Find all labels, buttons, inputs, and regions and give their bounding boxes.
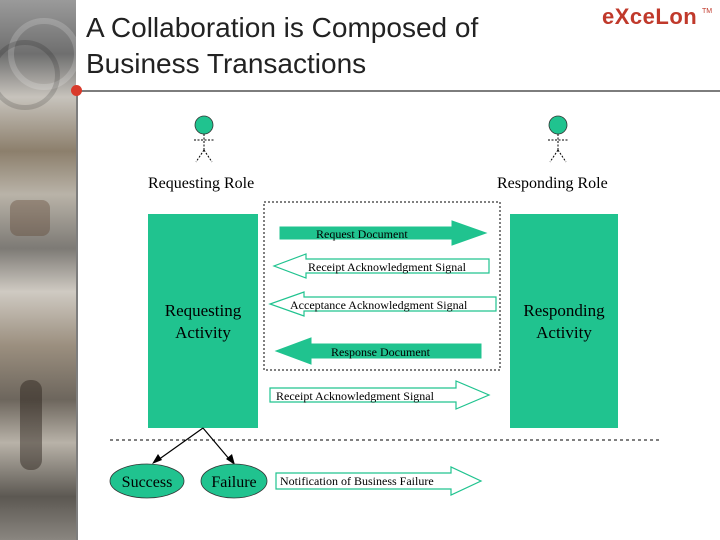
response-document-label: Response Document <box>331 345 431 359</box>
success-arrowhead <box>152 454 162 464</box>
requesting-role-label: Requesting Role <box>148 175 254 192</box>
responding-actor-icon <box>548 115 568 163</box>
receipt-ack-arrow-1 <box>272 253 490 279</box>
failure-ellipse <box>200 463 268 499</box>
title-line-2: Business Transactions <box>86 48 367 79</box>
notification-failure-label: Notification of Business Failure <box>280 474 434 488</box>
acceptance-ack-arrow <box>268 291 497 317</box>
acceptance-ack-label: Acceptance Acknowledgment Signal <box>290 298 468 312</box>
success-label: Success <box>122 474 173 491</box>
accent-dot <box>71 85 82 96</box>
notification-failure-arrow <box>275 466 483 496</box>
requesting-actor-icon <box>194 115 214 163</box>
sidebar-photo-strip <box>0 0 76 540</box>
failure-label: Failure <box>211 474 256 491</box>
requesting-activity-label-1: Requesting <box>165 301 242 320</box>
responding-activity-label-1: Responding <box>523 301 605 320</box>
responding-role-label: Responding Role <box>497 175 608 192</box>
failure-arrowhead <box>226 454 235 465</box>
horizontal-divider <box>76 90 720 92</box>
logo-trademark: TM <box>702 8 713 15</box>
receipt-ack-label-1: Receipt Acknowledgment Signal <box>308 260 467 274</box>
receipt-ack-label-2: Receipt Acknowledgment Signal <box>276 389 435 403</box>
requesting-activity-box <box>148 214 258 428</box>
request-document-label: Request Document <box>316 227 408 241</box>
vertical-divider <box>76 90 78 540</box>
business-people-image <box>10 200 50 236</box>
cable-coil-image-2 <box>0 40 60 110</box>
failure-branch-line <box>202 427 231 461</box>
receipt-ack-arrow-2 <box>269 380 491 410</box>
responding-activity-box <box>510 214 618 428</box>
transaction-frame <box>263 201 501 371</box>
request-document-arrow <box>279 220 488 246</box>
success-branch-line <box>157 427 204 461</box>
slide-title: A Collaboration is Composed of Business … <box>86 10 606 82</box>
excelon-logo: eXceLon <box>602 4 698 29</box>
collaboration-diagram: Requesting Role Responding Role Requesti… <box>96 102 660 525</box>
requesting-activity-label-2: Activity <box>175 323 231 342</box>
success-ellipse <box>109 463 185 499</box>
walking-man-image <box>20 380 42 470</box>
response-document-arrow <box>274 337 482 365</box>
responding-activity-label-2: Activity <box>536 323 592 342</box>
title-line-1: A Collaboration is Composed of <box>86 12 479 43</box>
